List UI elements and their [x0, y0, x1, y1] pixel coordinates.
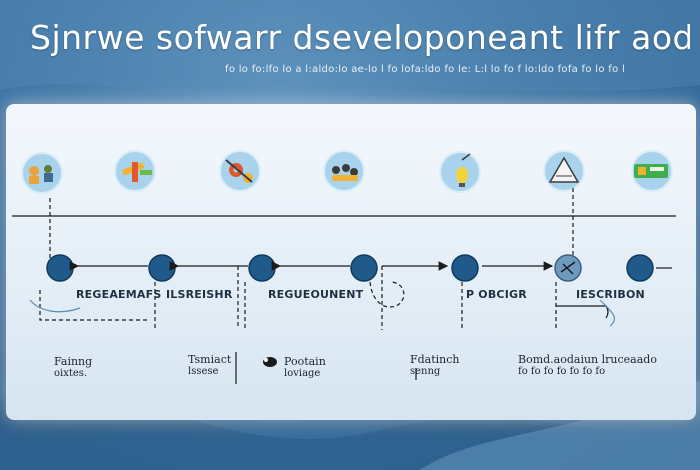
- stage-node-3: [248, 254, 276, 282]
- bug-icon: [263, 357, 277, 367]
- page-subtitle: fo lo fo:lfo lo a l:aldo:lo ae-lo l fo l…: [225, 64, 626, 75]
- stage-node-5: [451, 254, 479, 282]
- lightbulb-icon: [439, 151, 481, 193]
- task-label-3: Pootain loviage: [284, 355, 326, 380]
- stage-node-2: [148, 254, 176, 282]
- team-icon: [323, 150, 365, 192]
- gears-icon: [219, 150, 261, 192]
- stage-label-development: REGUEOUNENT: [268, 288, 364, 301]
- task-label-1: Fainng oixtes.: [54, 355, 93, 380]
- task-label-5: Bomd.aodaiun lruceaado fo fo fo fo fo fo…: [518, 353, 657, 378]
- planning-people-icon: [21, 152, 63, 194]
- stage-label-deployment: IESCRIBON: [576, 288, 645, 301]
- stage-node-1: [46, 254, 74, 282]
- stage-label-requirements: REGEAEMAFS: [76, 288, 162, 301]
- devices-icon: [631, 150, 673, 192]
- stage-label-design: ILSREISHR: [166, 288, 233, 301]
- stage-node-4: [350, 254, 378, 282]
- task-label-2: Tsmiact lssese: [188, 353, 232, 378]
- page-title: Sjnrwe sofwarr dseveloponeant lifr aodls: [30, 18, 690, 57]
- task-label-4: Fdatinch senng: [410, 353, 460, 378]
- pyramid-icon: [543, 150, 585, 192]
- tools-icon: [114, 150, 156, 192]
- stage-label-testing: P OBCIGR: [466, 288, 527, 301]
- stage-node-7: [626, 254, 654, 282]
